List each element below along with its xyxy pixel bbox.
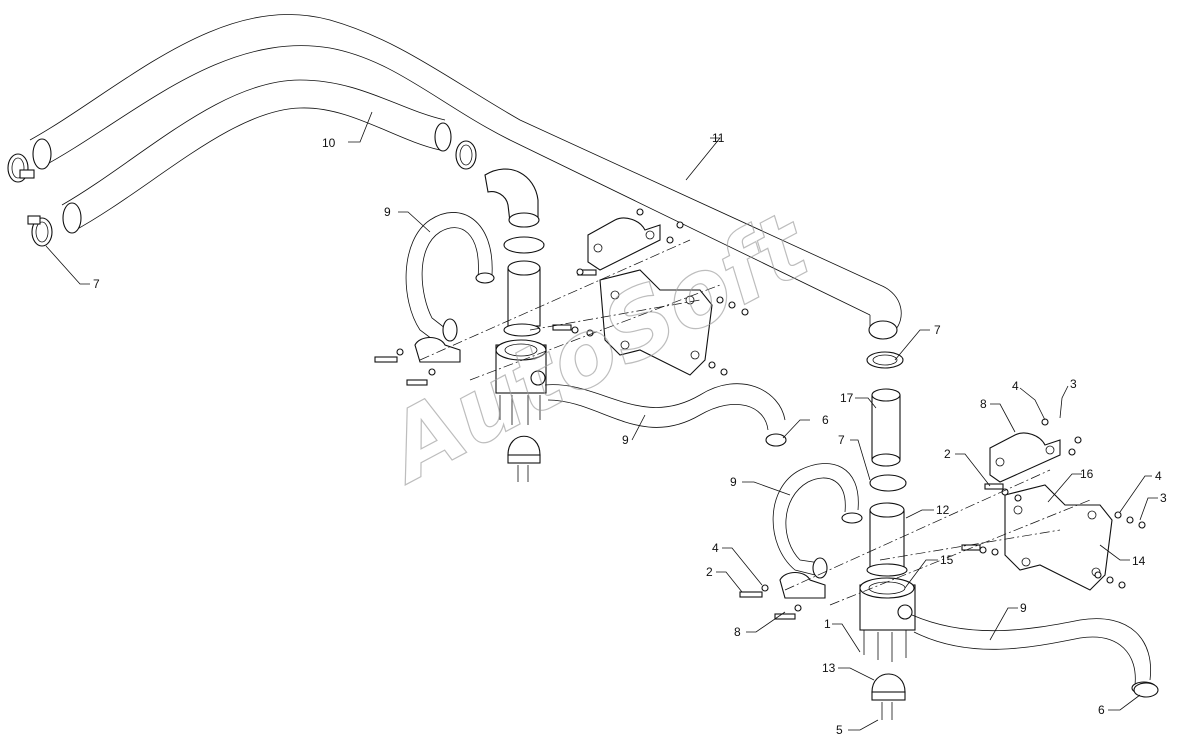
- elbow-upper: [484, 168, 540, 228]
- clamp-6-right: [1133, 682, 1159, 698]
- fasteners-right: [739, 418, 1146, 620]
- clamp-left-upper: [7, 153, 35, 183]
- callout-9-right-lower: 9: [1020, 601, 1027, 615]
- callout-13: 13: [822, 661, 836, 675]
- callout-10: 10: [322, 136, 336, 150]
- callout-8-right-low: 8: [734, 625, 741, 639]
- filter-assembly-right: [859, 502, 916, 720]
- hose-9-left-lower: [544, 383, 787, 447]
- bracket-right-upper: [989, 432, 1061, 483]
- callout-1: 1: [824, 617, 831, 631]
- callout-7-right-mid: 7: [838, 433, 845, 447]
- right-pipe-17: [866, 351, 907, 492]
- hose-11: [29, 14, 902, 340]
- callout-7-right-top: 7: [934, 323, 941, 337]
- leader-lines: [45, 111, 1158, 731]
- hose-9-right-lower: [911, 614, 1157, 695]
- callout-15: 15: [940, 553, 954, 567]
- callout-5: 5: [836, 723, 843, 737]
- clamp-mid-upper: [455, 140, 477, 170]
- callout-11: 11: [712, 131, 725, 145]
- hose-9-right-loop: [772, 463, 863, 579]
- callout-6-right: 6: [1098, 703, 1105, 717]
- callout-14: 14: [1132, 554, 1146, 568]
- callout-labels: 10 11 7 9 9 6 7 17 7 8 4 3 2 16 4 3 9 12…: [93, 131, 1167, 737]
- callout-2-right-top: 2: [944, 447, 951, 461]
- callout-4-right-mid: 4: [1155, 469, 1162, 483]
- hose-9-left-loop: [405, 212, 495, 346]
- callout-9-upper-left: 9: [384, 205, 391, 219]
- fasteners-left: [374, 208, 749, 386]
- callout-9-lower-left: 9: [622, 433, 629, 447]
- centerlines: [419, 239, 1091, 606]
- bracket-left-clip: [414, 336, 461, 363]
- callout-9-right-upper: 9: [730, 475, 737, 489]
- hose-10: [61, 79, 452, 234]
- callout-2-right-low: 2: [706, 565, 713, 579]
- callout-6-left: 6: [822, 413, 829, 427]
- callout-7-left: 7: [93, 277, 100, 291]
- bracket-left-upper: [587, 217, 661, 271]
- bracket-right-clip: [779, 571, 826, 599]
- callout-17: 17: [840, 391, 854, 405]
- callout-3-right-mid: 3: [1160, 491, 1167, 505]
- callout-8-right-top: 8: [980, 397, 987, 411]
- callout-16: 16: [1080, 467, 1094, 481]
- bracket-left-body: [599, 269, 713, 376]
- callout-3-right-top: 3: [1070, 377, 1077, 391]
- callout-12: 12: [936, 503, 950, 517]
- callout-4-right-top: 4: [1012, 379, 1019, 393]
- filter-assembly-left: [495, 236, 547, 482]
- clamp-left-lower: [27, 215, 53, 247]
- callout-4-right-low: 4: [712, 541, 719, 555]
